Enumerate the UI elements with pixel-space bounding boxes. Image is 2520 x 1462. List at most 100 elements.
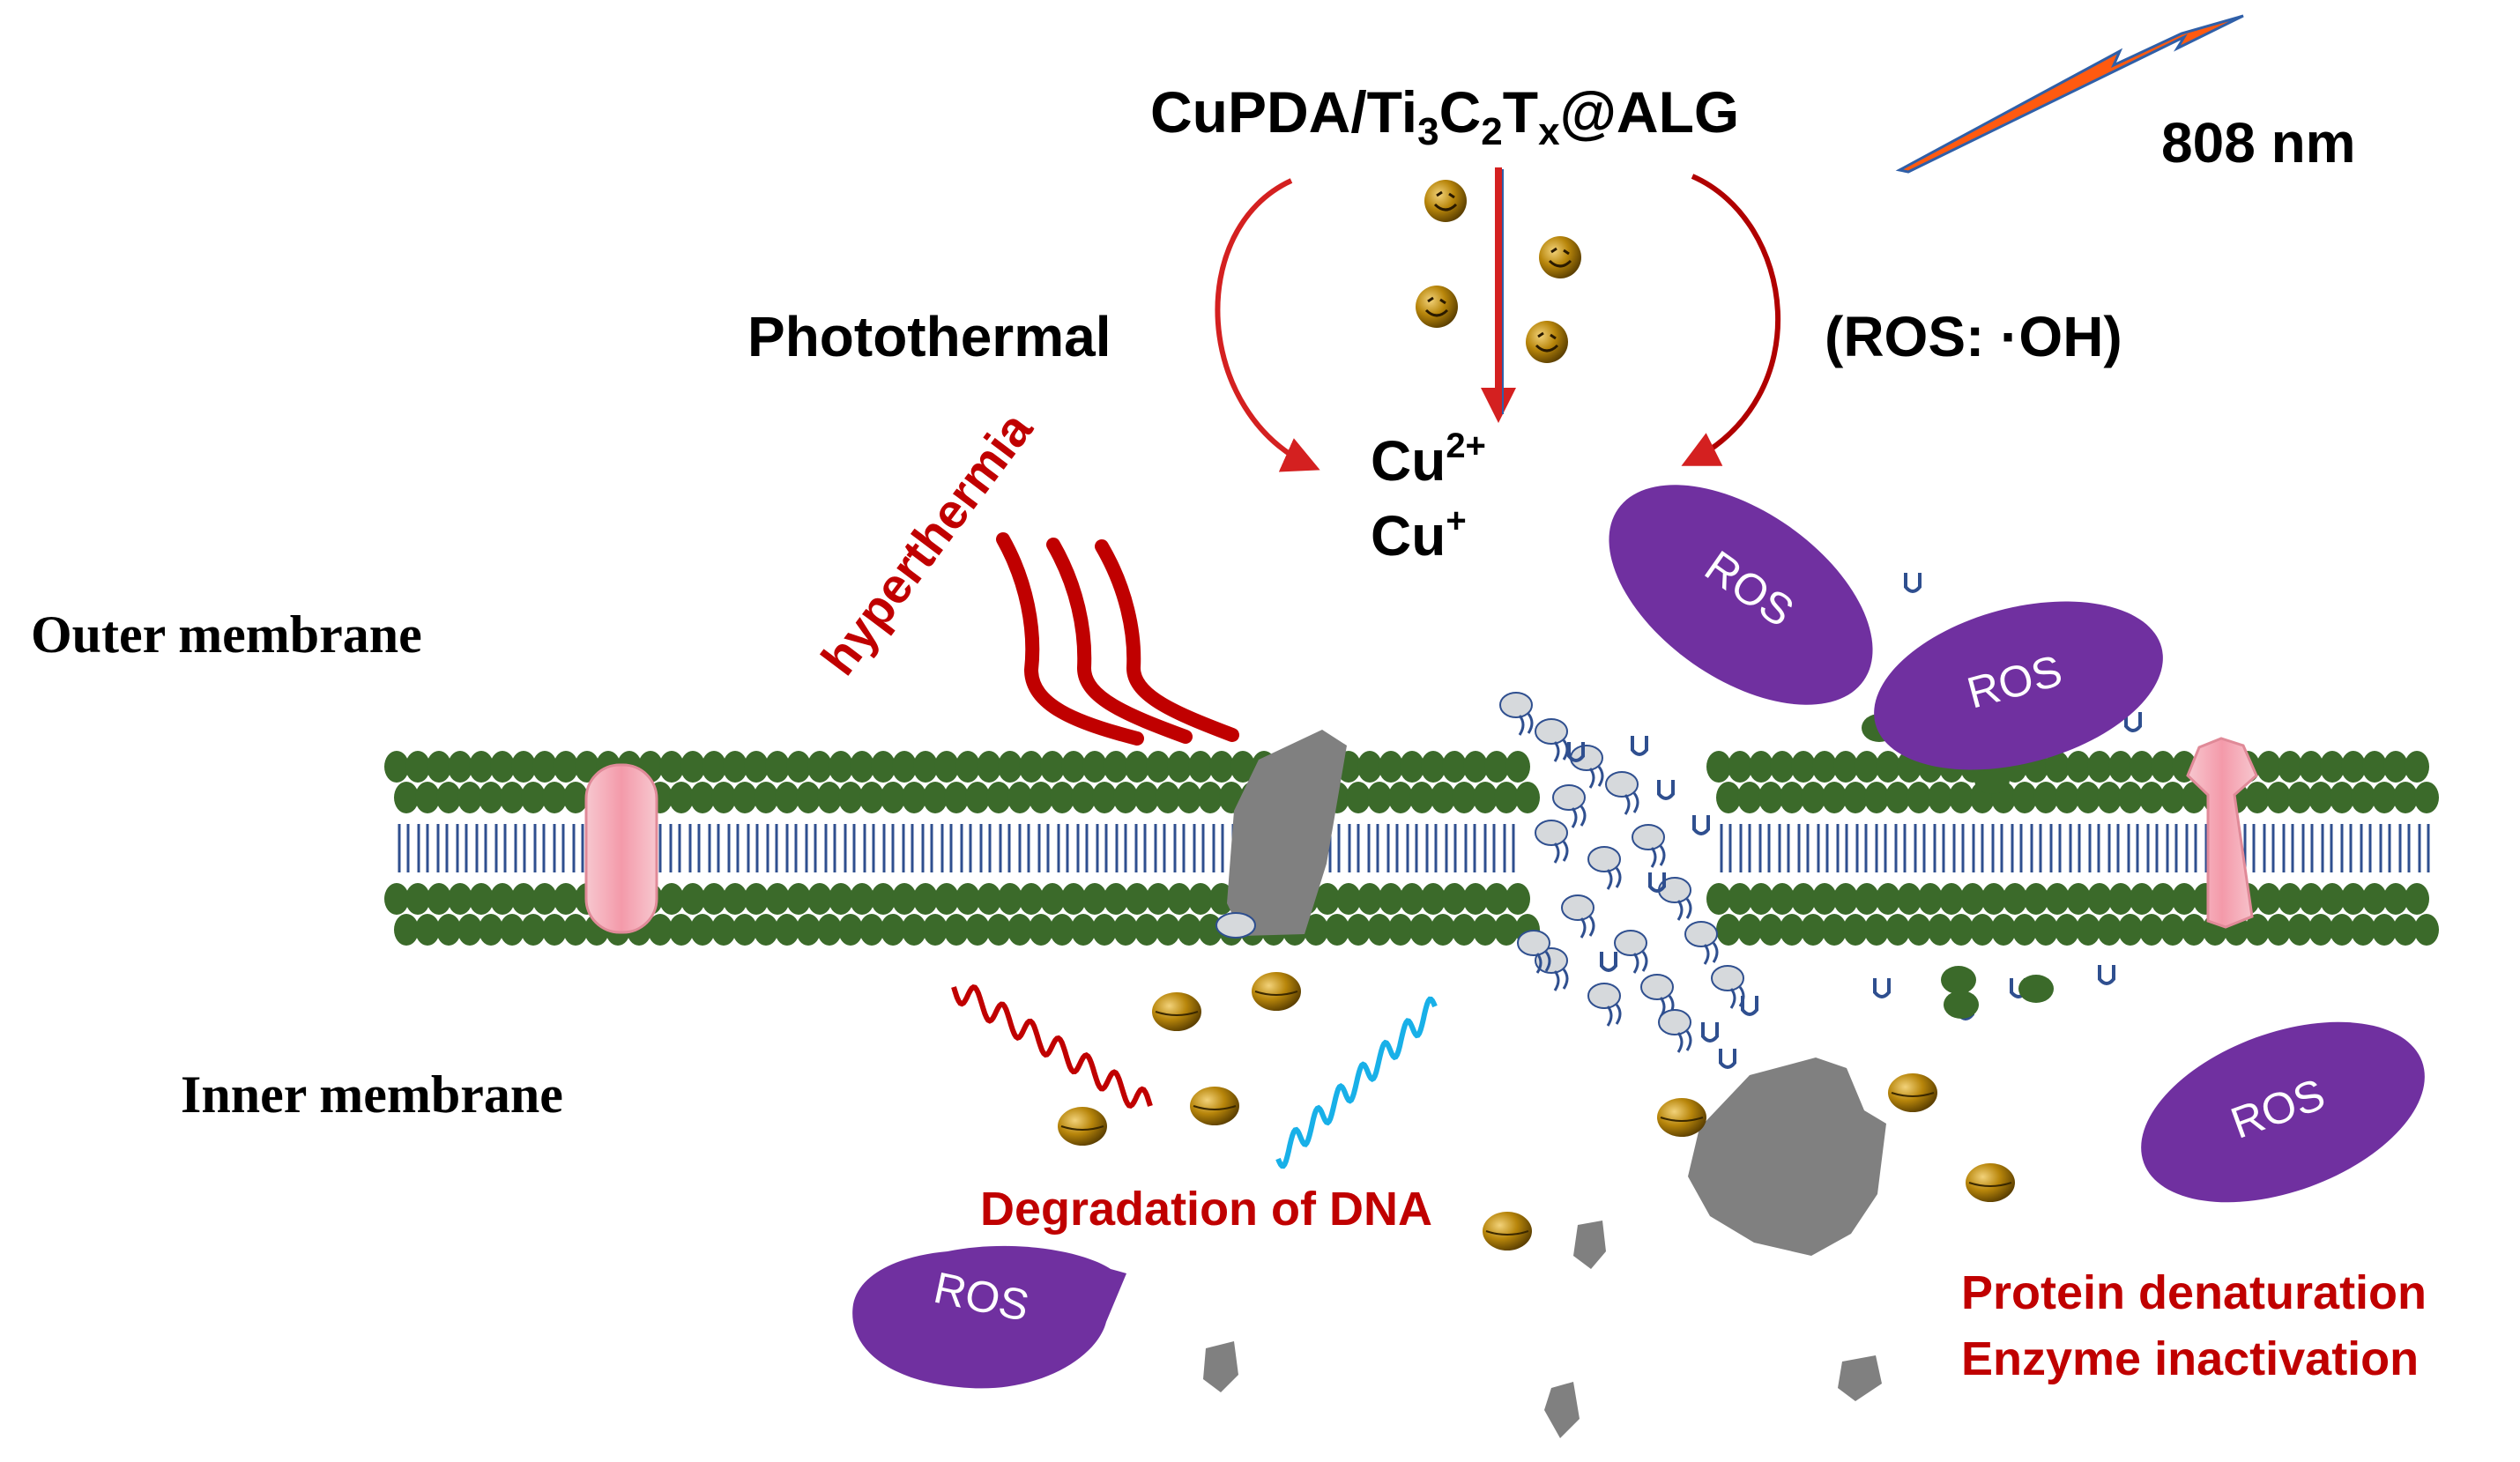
cu1-ion-label: Cu+ [1371,501,1467,568]
lipid-tail [2263,824,2275,872]
lipid-tail [1367,824,1379,872]
lipid-head [2278,751,2302,783]
lipid-tail [1483,824,1496,872]
denatured-protein-aggregate [1688,1058,1886,1256]
lipid-head [511,883,536,915]
lipid-head [1379,751,1403,783]
lipid-head [1473,782,1498,813]
lipid-head [1822,914,1847,946]
smiley-face [1433,190,1458,212]
lipid-tail [2360,824,2372,872]
lipid-head [1113,782,1138,813]
lipid-tail [1894,824,1907,872]
lipid-head [1833,751,1858,783]
lipid-head [2130,883,2154,915]
lipid-head [934,751,959,783]
lipid-head [542,914,567,946]
lipid-tail [2049,824,2062,872]
nanoparticle-band [1891,1092,1935,1097]
lipid-head [1304,914,1328,946]
lipid-head [405,751,430,783]
lipid-tail [2243,824,2256,872]
phospholipid-fragment [1873,978,1891,998]
lipid-head [575,751,599,783]
phospholipid-tail [1650,845,1666,868]
nanoparticle-band [1485,1230,1529,1236]
lipid-head [1864,914,1889,946]
lipid-tail [1406,824,1418,872]
lipid-head [1177,914,1201,946]
lipid-tail [1817,824,1829,872]
lipid-tail [2185,824,2197,872]
loose-phospholipid [1499,692,1533,718]
lipid-head [1801,782,1825,813]
lipid-head [2087,883,2112,915]
laser-bolt-icon [1895,14,2244,174]
lipid-tail [902,824,914,872]
lipid-head [2320,883,2345,915]
lipid-head [871,883,896,915]
lipid-head [711,782,736,813]
membrane-protein-gray [1227,730,1347,936]
membrane-debris [1203,1221,1882,1438]
lipid-head [977,883,1001,915]
lipid-head [1061,751,1086,783]
lipid-tail [2418,824,2430,872]
lipid-tail [921,824,933,872]
lipid-head [796,914,821,946]
lipid-head [2139,914,2164,946]
lipid-head [500,914,524,946]
lipid-head [1791,883,1816,915]
dna-strand-red [951,984,1153,1109]
lipid-head [955,883,980,915]
lipid-head [1209,751,1234,783]
lipid-head [479,782,503,813]
nanoparticle-band [1155,1011,1199,1016]
phospholipid-tail [1553,968,1569,991]
protein-denaturation-label: Protein denaturation [1961,1266,2427,1319]
lipid-tail [1096,824,1108,872]
lipid-head [2287,914,2312,946]
lipid-tail [1115,824,1127,872]
lipid-head [563,914,588,946]
lipid-head [1737,782,1762,813]
lipid-tail [882,824,895,872]
nanoparticle-band [1660,1117,1704,1122]
lipid-head [2182,914,2206,946]
lipid-head [2033,914,2058,946]
lipid-tail [2166,824,2178,872]
lipid-head [1146,883,1171,915]
lipid-head [1716,914,1741,946]
lipid-head [1737,914,1762,946]
phospholipid-fragment [1719,1049,1736,1069]
lipid-head [436,914,461,946]
loose-phospholipid [1535,718,1568,745]
lipid-head [2245,782,2270,813]
lipid-tail [2379,824,2391,872]
lipid-tail [863,824,875,872]
lipid-head [1843,782,1868,813]
lipid-tail [1464,824,1476,872]
lipid-head [2076,782,2100,813]
lipid-tail [494,824,507,872]
lipid-head [775,914,799,946]
lipid-head [850,883,874,915]
lipid-head [2330,914,2354,946]
lipid-head [913,883,938,915]
lipid-head [1494,914,1519,946]
lipid-head [1050,782,1074,813]
lipid-head [469,883,494,915]
lipid-head [680,751,705,783]
phospholipid-tail [1624,792,1639,815]
phospholipid-fragment [2124,712,2142,732]
lipid-head [659,883,684,915]
lipid-head [1409,782,1434,813]
cu-nanoparticle [1152,992,1201,1031]
lipid-head [2320,751,2345,783]
lipid-head [542,782,567,813]
lipid-head [998,751,1022,783]
lipid-head [2076,914,2100,946]
lipid-head [723,751,747,783]
loose-phospholipid [1552,784,1586,811]
